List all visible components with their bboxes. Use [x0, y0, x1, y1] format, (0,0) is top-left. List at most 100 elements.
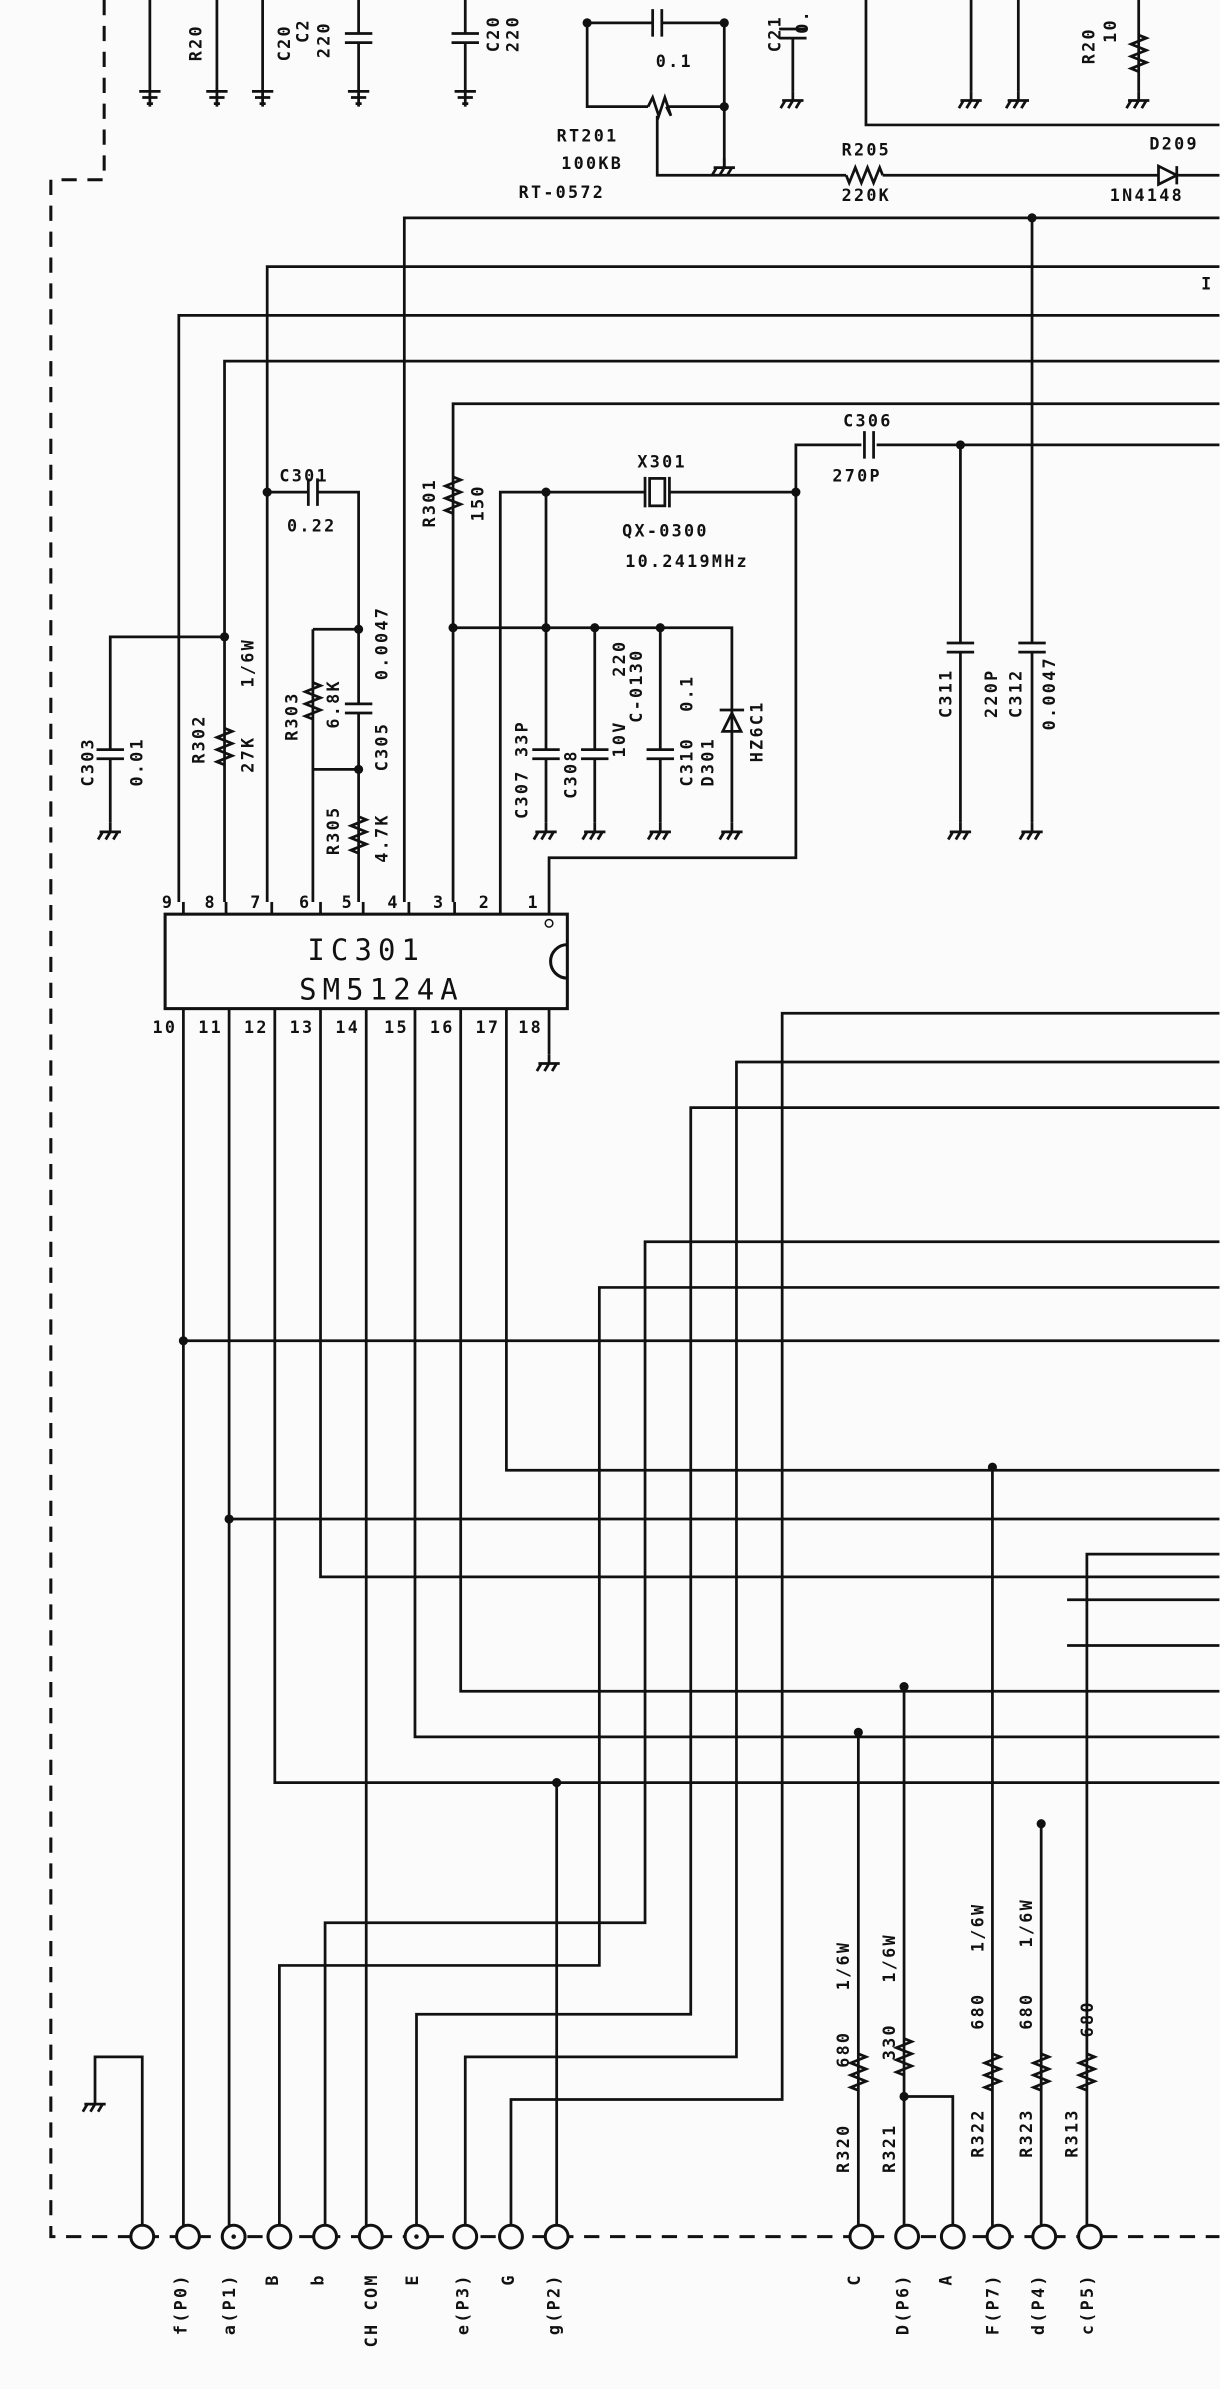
ic301-chip: IC301 SM5124A: [163, 912, 569, 1011]
ground-icon: [779, 91, 804, 109]
wire: [108, 635, 225, 823]
pin-number-top: 9: [162, 892, 174, 912]
connector-label: c(P5): [1077, 2273, 1097, 2335]
junction-dot: [719, 18, 729, 28]
capacitor-c303: [96, 748, 124, 761]
label-c21: C21: [765, 15, 785, 52]
pin-number-top: 6: [299, 892, 311, 912]
wire: [265, 265, 1220, 902]
label-c20a: C20: [274, 24, 294, 61]
pin-number-bottom: 13: [290, 1017, 315, 1037]
wire: [655, 115, 847, 177]
terminal-center-dot: [414, 2234, 419, 2239]
resistor-r301: [441, 475, 465, 515]
ground-icon: [532, 822, 557, 841]
label-r205-val: 220K: [842, 185, 891, 205]
pin-number-top: 4: [387, 892, 399, 912]
junction-dot: [354, 624, 364, 634]
label-r305-val: 4.7K: [372, 813, 392, 862]
wire: [547, 443, 862, 902]
resistor-r321: [892, 2037, 916, 2077]
connector-terminal-icon: [498, 2223, 524, 2250]
pin-number-top: 5: [342, 892, 354, 912]
pin-number-top: 7: [250, 892, 262, 912]
resistor-r313: [1075, 2052, 1099, 2092]
label-r305: R305: [323, 806, 343, 855]
label-r302-val: 27K: [237, 736, 257, 773]
cap-gap: [532, 749, 560, 759]
connector-label: B: [262, 2273, 282, 2285]
wire: [459, 1008, 1220, 1693]
connector-terminal-icon: [985, 2223, 1012, 2250]
cap-gap: [451, 33, 479, 43]
label-r320: R320: [833, 2124, 853, 2173]
label-r321-val: 330: [879, 2023, 899, 2060]
label-c306: C306: [843, 411, 892, 431]
label-right-edge-mark: I: [1201, 273, 1213, 293]
wire: [223, 359, 1220, 902]
label-r301-val: 150: [468, 484, 488, 521]
connector-label: f(P0): [170, 2273, 190, 2335]
connector-label: E: [402, 2273, 422, 2285]
label-c311: C311: [935, 668, 955, 717]
diode-d209-icon: [1157, 163, 1180, 187]
label-r302-w: 1/6W: [237, 638, 257, 687]
ground-icon: [81, 2094, 106, 2113]
label-c20bv: 220: [503, 15, 523, 52]
label-x301-part: QX-0300: [622, 520, 709, 540]
pin1-marker: [544, 918, 554, 928]
connector-label: F(P7): [983, 2273, 1003, 2335]
label-r323: R323: [1016, 2108, 1036, 2157]
connector-terminal-icon: [848, 2223, 875, 2250]
connector-terminal-icon: [312, 2223, 339, 2250]
label-r20a: R20: [186, 24, 206, 61]
connector-label: g(P2): [544, 2273, 564, 2335]
connector-terminal-icon: [939, 2223, 966, 2250]
resistor-r302: [213, 727, 236, 767]
ground-icon: [646, 822, 671, 841]
crystal-x301-icon: [648, 477, 667, 508]
junction-dot: [582, 18, 592, 28]
capacitor-c305: [344, 702, 373, 715]
label-c312: C312: [1005, 668, 1025, 717]
label-c301-val: 0.22: [287, 516, 336, 536]
label-c308-v: 10V: [609, 720, 629, 757]
ground-icon: [957, 91, 982, 109]
wire: [402, 216, 1220, 902]
connector-terminal-icon: [129, 2223, 156, 2250]
label-r322-val: 680: [967, 1993, 987, 2030]
pin-number-top: 1: [528, 892, 540, 912]
cap-gap: [646, 749, 674, 759]
connector-label: a(P1): [219, 2273, 239, 2335]
pin-number-bottom: 15: [384, 1017, 409, 1037]
ground-icon: [947, 822, 972, 841]
label-d209: D209: [1149, 133, 1198, 153]
ground-icon: [1004, 91, 1029, 109]
connector-terminal-icon: [175, 2223, 201, 2250]
connector-terminal-icon: [1076, 2223, 1103, 2250]
pin-number-top: 8: [205, 892, 217, 912]
terminal-center-dot: [231, 2234, 236, 2239]
label-c308: C308: [560, 749, 580, 798]
label-c306-val: 270P: [832, 465, 881, 485]
signal-wire: [323, 1240, 1220, 2237]
label-c2v: 220: [314, 21, 334, 58]
capacitor-c306: [863, 431, 875, 459]
connector-label: G: [498, 2273, 518, 2285]
label-c310: C310: [676, 737, 696, 786]
label-c20b: C20: [483, 15, 503, 52]
wire: [319, 1008, 1220, 1579]
label-c310-part: C-0130: [626, 649, 646, 723]
label-d301-part: HZ6C1: [746, 700, 766, 762]
label-r321: R321: [879, 2124, 899, 2173]
connector-label: C: [844, 2273, 864, 2285]
connector-terminal-icon: [266, 2223, 293, 2250]
pin-number-top: 3: [433, 892, 445, 912]
resistor-r322: [981, 2052, 1004, 2092]
capacitor-icon: [779, 27, 807, 40]
label-r302: R302: [189, 714, 209, 763]
